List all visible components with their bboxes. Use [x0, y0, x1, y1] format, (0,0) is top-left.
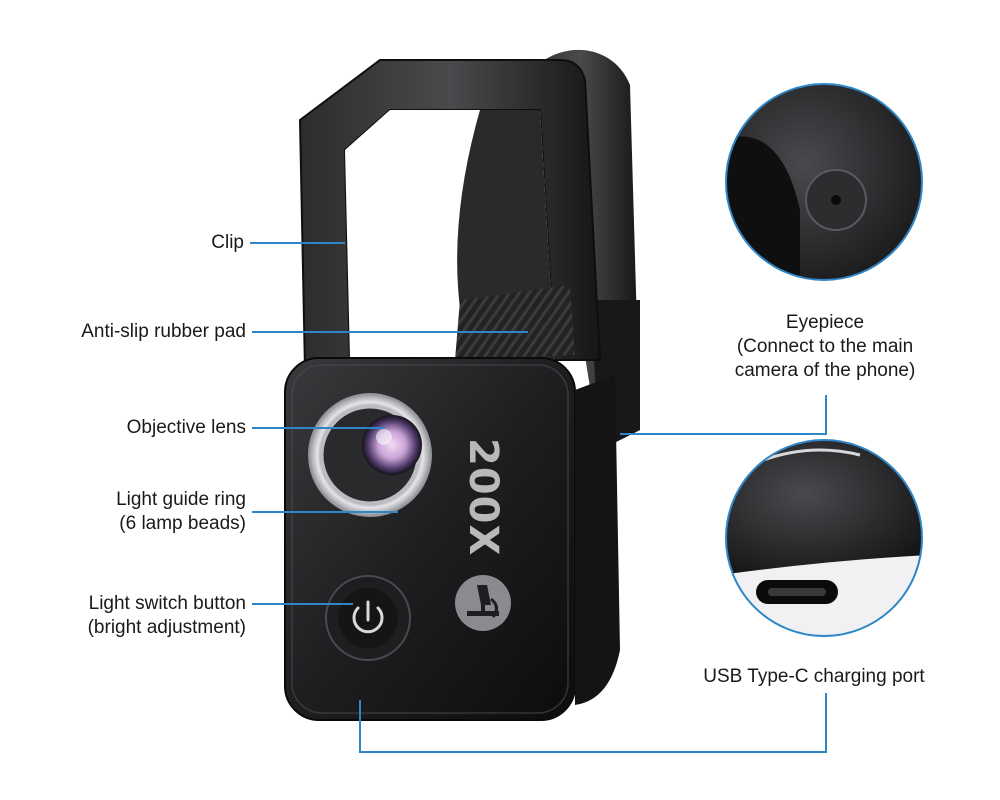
label-usb-port: USB Type-C charging port [703, 666, 925, 687]
anti-slip-pad [455, 285, 575, 360]
objective-lens [362, 415, 422, 475]
eyepiece-detail [726, 84, 922, 280]
leader-lines [250, 242, 827, 753]
leader-usb-port [359, 693, 827, 753]
label-clip: Clip [211, 232, 244, 253]
power-icon [352, 606, 384, 634]
label-eyepiece: Eyepiece (Connect to the main camera of … [734, 312, 916, 381]
label-anti-slip-pad: Anti-slip rubber pad [81, 321, 246, 342]
label-objective-lens: Objective lens [126, 417, 246, 438]
usb-port-detail [726, 440, 922, 636]
magnification-mark: 200X [460, 438, 506, 556]
label-light-guide-ring: Light guide ring (6 lamp beads) [116, 489, 246, 534]
label-light-switch-button: Light switch button (bright adjustment) [87, 593, 246, 638]
microscope-logo-icon [455, 575, 511, 631]
leader-eyepiece [620, 395, 827, 435]
